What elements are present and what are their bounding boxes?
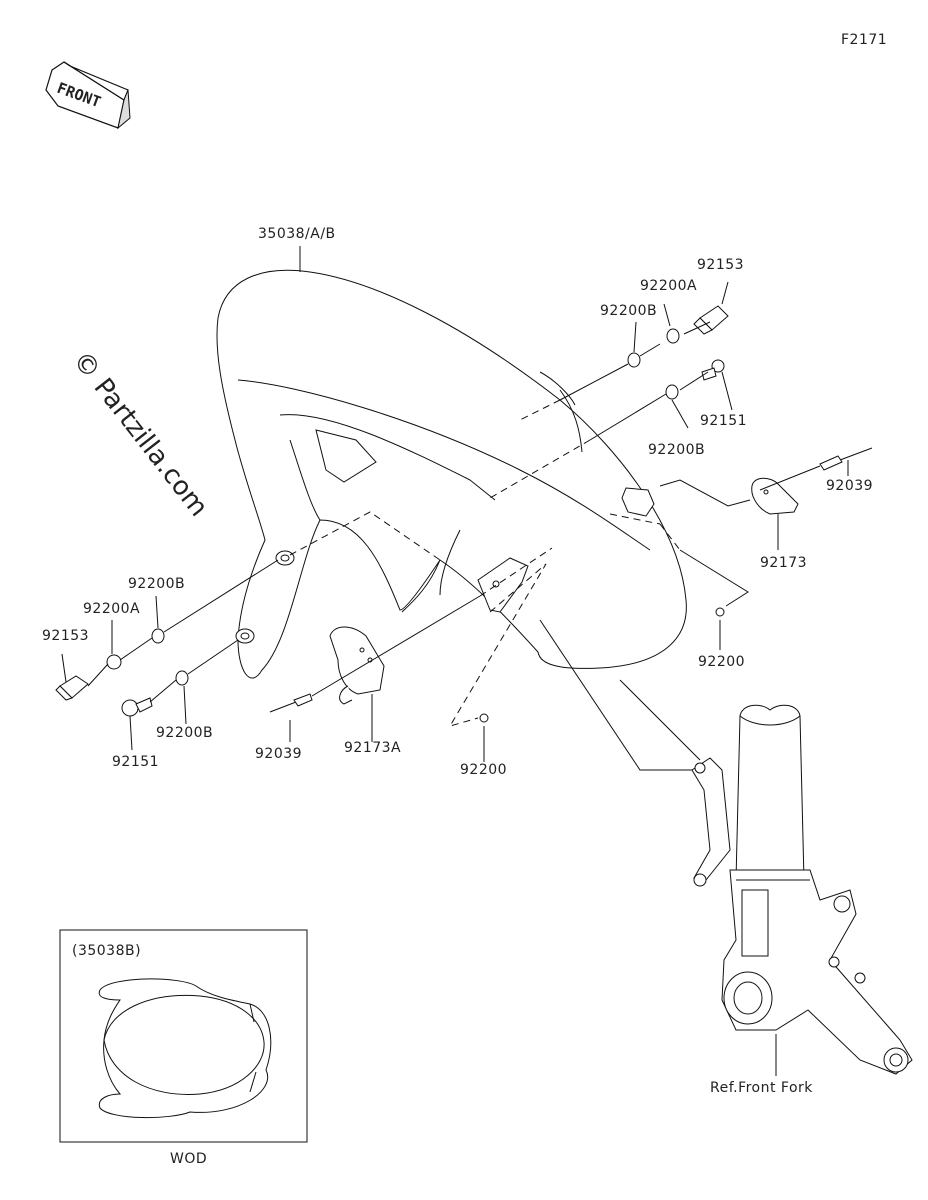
- washer-b-right-top: [627, 352, 641, 368]
- washer-b-right-mid: [665, 384, 679, 400]
- label-nut-right: 92200: [698, 654, 745, 670]
- screw-right: [701, 359, 725, 381]
- label-ref-fork: Ref.Front Fork: [710, 1080, 813, 1096]
- clamp-left: [329, 626, 385, 705]
- washer-b-left-bottom: [175, 670, 189, 686]
- label-clamp-left: 92173A: [344, 740, 401, 756]
- diagram-code: F2171: [841, 32, 887, 48]
- label-bolt-right-top: 92153: [697, 257, 744, 273]
- label-screw-left: 92151: [112, 754, 159, 770]
- watermark: © Partzilla.com: [66, 346, 213, 523]
- bolt-right-top: [693, 305, 729, 335]
- inset-caption: WOD: [170, 1151, 207, 1167]
- label-washer-b-right-mid: 92200B: [648, 442, 705, 458]
- label-screw-right: 92151: [700, 413, 747, 429]
- washer-b-left-top: [151, 628, 165, 644]
- label-nut-center: 92200: [460, 762, 507, 778]
- pin-right: [819, 447, 873, 471]
- label-washer-a-left: 92200A: [83, 601, 140, 617]
- nut-center: [479, 713, 489, 723]
- leader-lines: [61, 246, 849, 1076]
- clamp-right: [751, 477, 799, 515]
- front-fork: [691, 704, 913, 1075]
- label-pin-left: 92039: [255, 746, 302, 762]
- screw-left: [121, 697, 153, 717]
- label-washer-a-right: 92200A: [640, 278, 697, 294]
- label-clamp-right: 92173: [760, 555, 807, 571]
- front-arrow-icon: FRONT: [45, 61, 131, 130]
- bolt-left: [55, 675, 89, 701]
- label-pin-right: 92039: [826, 478, 873, 494]
- label-bolt-left: 92153: [42, 628, 89, 644]
- label-washer-b-left-top: 92200B: [128, 576, 185, 592]
- inset-fender-top-view: [98, 978, 272, 1119]
- label-washer-b-right-top: 92200B: [600, 303, 657, 319]
- front-fender: [216, 269, 687, 679]
- label-washer-b-left-bottom: 92200B: [156, 725, 213, 741]
- washer-a-right: [666, 328, 680, 344]
- inset-panel: (35038B): [59, 929, 308, 1143]
- label-fender: 35038/A/B: [258, 226, 336, 242]
- washer-a-left: [106, 654, 122, 670]
- nut-right: [715, 607, 725, 617]
- pin-left: [269, 693, 313, 713]
- inset-title: (35038B): [72, 943, 141, 959]
